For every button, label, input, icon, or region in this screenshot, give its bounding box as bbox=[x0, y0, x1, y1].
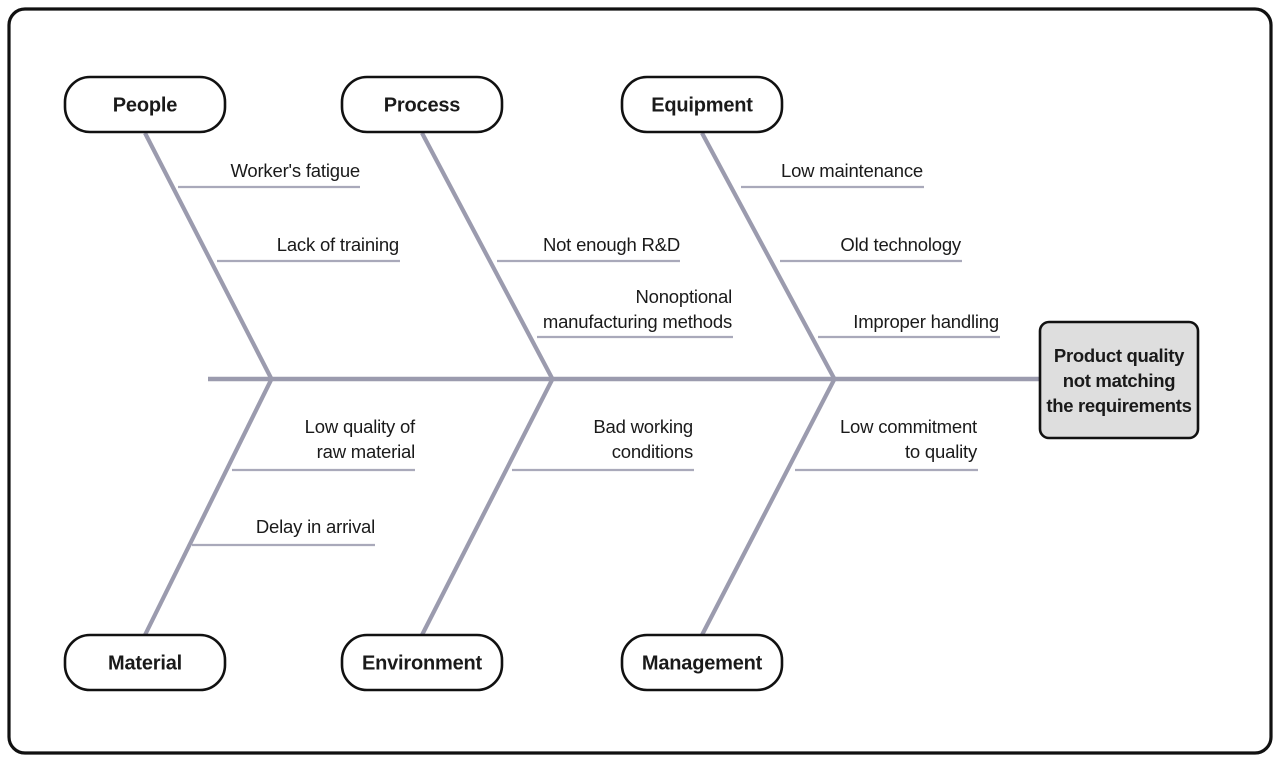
effect-box[interactable]: Product quality not matching the require… bbox=[1038, 320, 1200, 440]
bone-people bbox=[143, 132, 274, 381]
category-label-process: Process bbox=[384, 94, 461, 116]
bone-material bbox=[143, 377, 274, 636]
cause-label-improper-handling: Improper handling bbox=[853, 311, 999, 332]
effect-box-rect[interactable] bbox=[1038, 320, 1200, 440]
category-label-equipment: Equipment bbox=[651, 94, 753, 116]
category-box-people-rect[interactable] bbox=[63, 75, 227, 134]
cause-label-bad-working-conditions-line2: conditions bbox=[612, 441, 693, 462]
category-box-people[interactable]: People bbox=[63, 75, 227, 134]
category-box-environment[interactable]: Environment bbox=[340, 633, 504, 692]
cause-label-nonoptional-manufacturing-methods-line1: Nonoptional bbox=[635, 286, 732, 307]
cause-label-bad-working-conditions-line1: Bad working bbox=[593, 416, 693, 437]
cause-label-low-commitment-to-quality-line1: Low commitment bbox=[840, 416, 977, 437]
category-box-material[interactable]: Material bbox=[63, 633, 227, 692]
effect-label-line2: not matching bbox=[1063, 370, 1176, 391]
cause-label-low-quality-raw-material-line1: Low quality of bbox=[305, 416, 416, 437]
category-box-environment-rect[interactable] bbox=[340, 633, 504, 692]
cause-label-low-maintenance: Low maintenance bbox=[781, 160, 923, 181]
category-box-equipment-rect[interactable] bbox=[620, 75, 784, 134]
category-box-management[interactable]: Management bbox=[620, 633, 784, 692]
category-box-material-rect[interactable] bbox=[63, 633, 227, 692]
cause-label-not-enough-rnd: Not enough R&D bbox=[543, 234, 680, 255]
bone-equipment bbox=[700, 132, 837, 381]
category-box-equipment[interactable]: Equipment bbox=[620, 75, 784, 134]
cause-label-low-commitment-to-quality-line2: to quality bbox=[905, 441, 978, 462]
bone-process bbox=[420, 132, 555, 381]
cause-label-old-technology: Old technology bbox=[840, 234, 962, 255]
category-label-management: Management bbox=[642, 652, 763, 674]
cause-label-nonoptional-manufacturing-methods-line2: manufacturing methods bbox=[543, 311, 732, 332]
cause-label-workers-fatigue: Worker's fatigue bbox=[230, 160, 360, 181]
bone-management bbox=[700, 377, 837, 636]
category-label-people: People bbox=[113, 94, 177, 116]
effect-label-line1: Product quality bbox=[1054, 345, 1185, 366]
category-box-process[interactable]: Process bbox=[340, 75, 504, 134]
category-box-process-rect[interactable] bbox=[340, 75, 504, 134]
category-label-material: Material bbox=[108, 652, 182, 674]
category-box-management-rect[interactable] bbox=[620, 633, 784, 692]
cause-label-delay-in-arrival: Delay in arrival bbox=[256, 516, 375, 537]
category-label-environment: Environment bbox=[362, 652, 483, 674]
cause-label-low-quality-raw-material-line2: raw material bbox=[317, 441, 415, 462]
bone-environment bbox=[420, 377, 555, 636]
effect-label-line3: the requirements bbox=[1046, 395, 1191, 416]
diagram-border bbox=[7, 7, 1273, 755]
cause-label-lack-of-training: Lack of training bbox=[277, 234, 399, 255]
